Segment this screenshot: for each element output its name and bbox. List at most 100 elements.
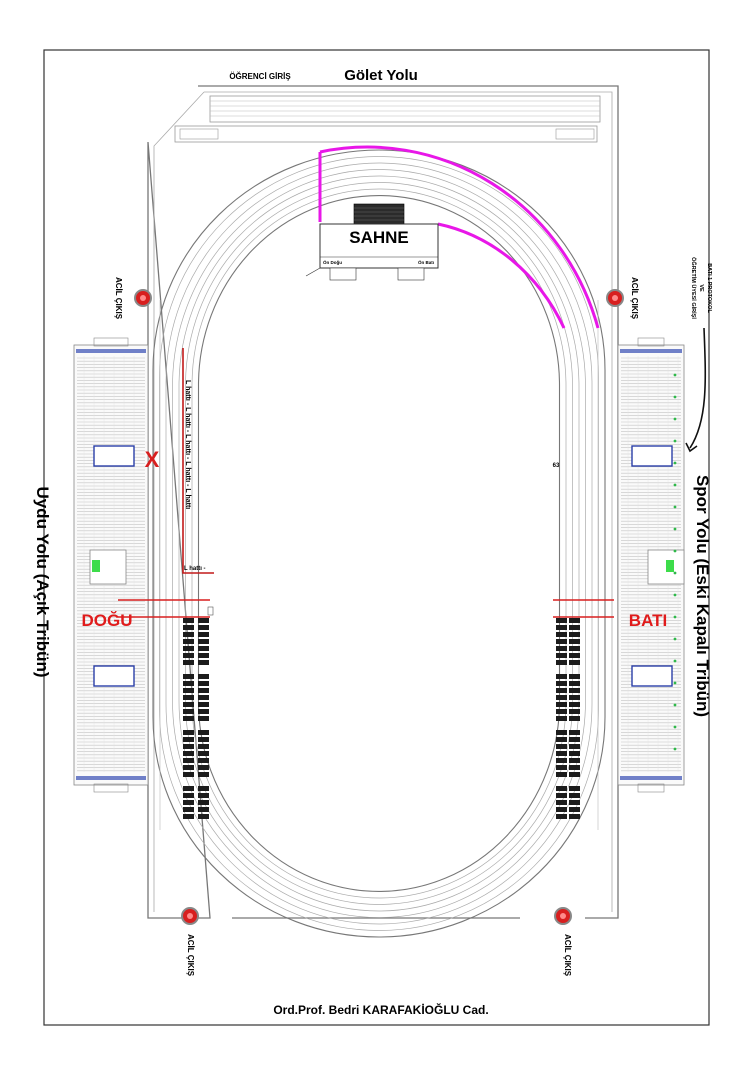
track-lane	[172, 169, 586, 918]
chair-row	[198, 786, 209, 791]
l-line-vertical-label: L hattı - L hattı - L hattı - L hattı - …	[184, 380, 191, 509]
west-side-label: BATI	[629, 611, 667, 630]
protocol-entrance-line-2: VE	[698, 284, 704, 292]
chair-row	[569, 653, 580, 658]
chair-row	[183, 646, 194, 651]
track-lane	[152, 149, 606, 938]
student-entrance-label: ÖĞRENCİ GİRİŞ	[229, 72, 291, 81]
chair-row	[569, 772, 580, 777]
chair-row	[183, 674, 194, 679]
stage-platform	[319, 223, 439, 269]
chair-row	[183, 814, 194, 819]
chair-row	[198, 744, 209, 749]
emergency-exit-label-top-left: ACİL ÇIKIŞ	[114, 277, 123, 320]
chair-row	[556, 702, 567, 707]
stand-seat-marker	[673, 571, 677, 575]
chair-row	[198, 765, 209, 770]
stand-seat-marker	[673, 483, 677, 487]
chair-row	[569, 646, 580, 651]
chair-row	[183, 632, 194, 637]
chair-row	[556, 681, 567, 686]
chair-row	[569, 814, 580, 819]
chair-row	[556, 653, 567, 658]
chair-row	[183, 793, 194, 798]
chair-row	[183, 681, 194, 686]
chair-row	[198, 625, 209, 630]
chair-row	[556, 709, 567, 714]
emergency-exit-bottom-right	[554, 907, 572, 925]
highlight-arc-inner	[437, 222, 566, 329]
chair-row	[198, 716, 209, 721]
stand-seat-marker	[673, 725, 677, 729]
track-lane	[185, 182, 573, 905]
chair-row	[569, 716, 580, 721]
venue-perimeter-inner	[153, 91, 613, 912]
stand-seat-marker	[673, 747, 677, 751]
chair-row	[569, 660, 580, 665]
l-line-horizontal-label: L hattı -	[184, 566, 206, 572]
chair-row	[569, 751, 580, 756]
chair-row	[198, 646, 209, 651]
stand-vip-marker	[92, 560, 100, 572]
chair-row	[183, 807, 194, 812]
stand-seat-marker	[673, 593, 677, 597]
chair-row	[569, 702, 580, 707]
chair-row	[569, 737, 580, 742]
track-lane	[191, 188, 567, 899]
chair-row	[198, 730, 209, 735]
protocol-entrance-line-3: ÖĞRETİM ÜYESİ GİRİŞİ	[690, 257, 698, 319]
chair-row	[198, 653, 209, 658]
chair-row	[198, 674, 209, 679]
chair-row	[183, 765, 194, 770]
chair-row	[183, 744, 194, 749]
chair-row	[569, 695, 580, 700]
chair-row	[198, 688, 209, 693]
chair-row	[569, 807, 580, 812]
stand-seat-marker	[673, 417, 677, 421]
stand-stair-bottom	[93, 783, 129, 793]
chair-row	[556, 751, 567, 756]
chair-row	[198, 632, 209, 637]
chair-row	[183, 751, 194, 756]
field-number: 63	[553, 463, 560, 469]
track-lane	[159, 156, 599, 931]
track-lane	[178, 175, 580, 912]
chair-row	[556, 632, 567, 637]
stand-edge-bottom	[76, 776, 146, 780]
chair-row	[569, 758, 580, 763]
l-line-path	[182, 348, 214, 574]
chair-row	[556, 688, 567, 693]
stand-section-box	[93, 445, 135, 467]
protocol-entrance-arrowhead	[685, 442, 698, 453]
chair-row	[183, 653, 194, 658]
protocol-entrance-line-1: BATI 1 PROTOKOL	[706, 263, 712, 313]
chair-row	[198, 814, 209, 819]
stand-seat-marker	[673, 637, 677, 641]
chair-row	[183, 709, 194, 714]
road-west-label: Spor Yolu (Eski Kapalı Tribün)	[693, 475, 712, 717]
chair-row	[198, 737, 209, 742]
chair-row	[556, 786, 567, 791]
road-north-label: Gölet Yolu	[344, 67, 418, 84]
track-lane	[165, 162, 593, 925]
chair-row	[569, 793, 580, 798]
stand-section-box	[631, 445, 673, 467]
running-track	[152, 149, 606, 938]
emergency-exit-top-left	[134, 289, 152, 307]
chair-row	[198, 618, 209, 623]
chair-row	[198, 702, 209, 707]
road-east-label: Uydu Yolu (Açık Tribün)	[33, 486, 52, 677]
chair-row	[556, 716, 567, 721]
stage-rear-block	[353, 203, 405, 227]
chair-row	[183, 737, 194, 742]
chair-row	[198, 807, 209, 812]
chair-row	[556, 730, 567, 735]
stand-stair-top	[637, 337, 665, 347]
stand-stair-top	[93, 337, 129, 347]
west-stand	[617, 337, 685, 793]
chair-row	[569, 800, 580, 805]
road-south-label: Ord.Prof. Bedri KARAFAKİOĞLU Cad.	[273, 1002, 488, 1017]
chair-row	[569, 674, 580, 679]
chair-row	[569, 639, 580, 644]
chair-row	[183, 702, 194, 707]
